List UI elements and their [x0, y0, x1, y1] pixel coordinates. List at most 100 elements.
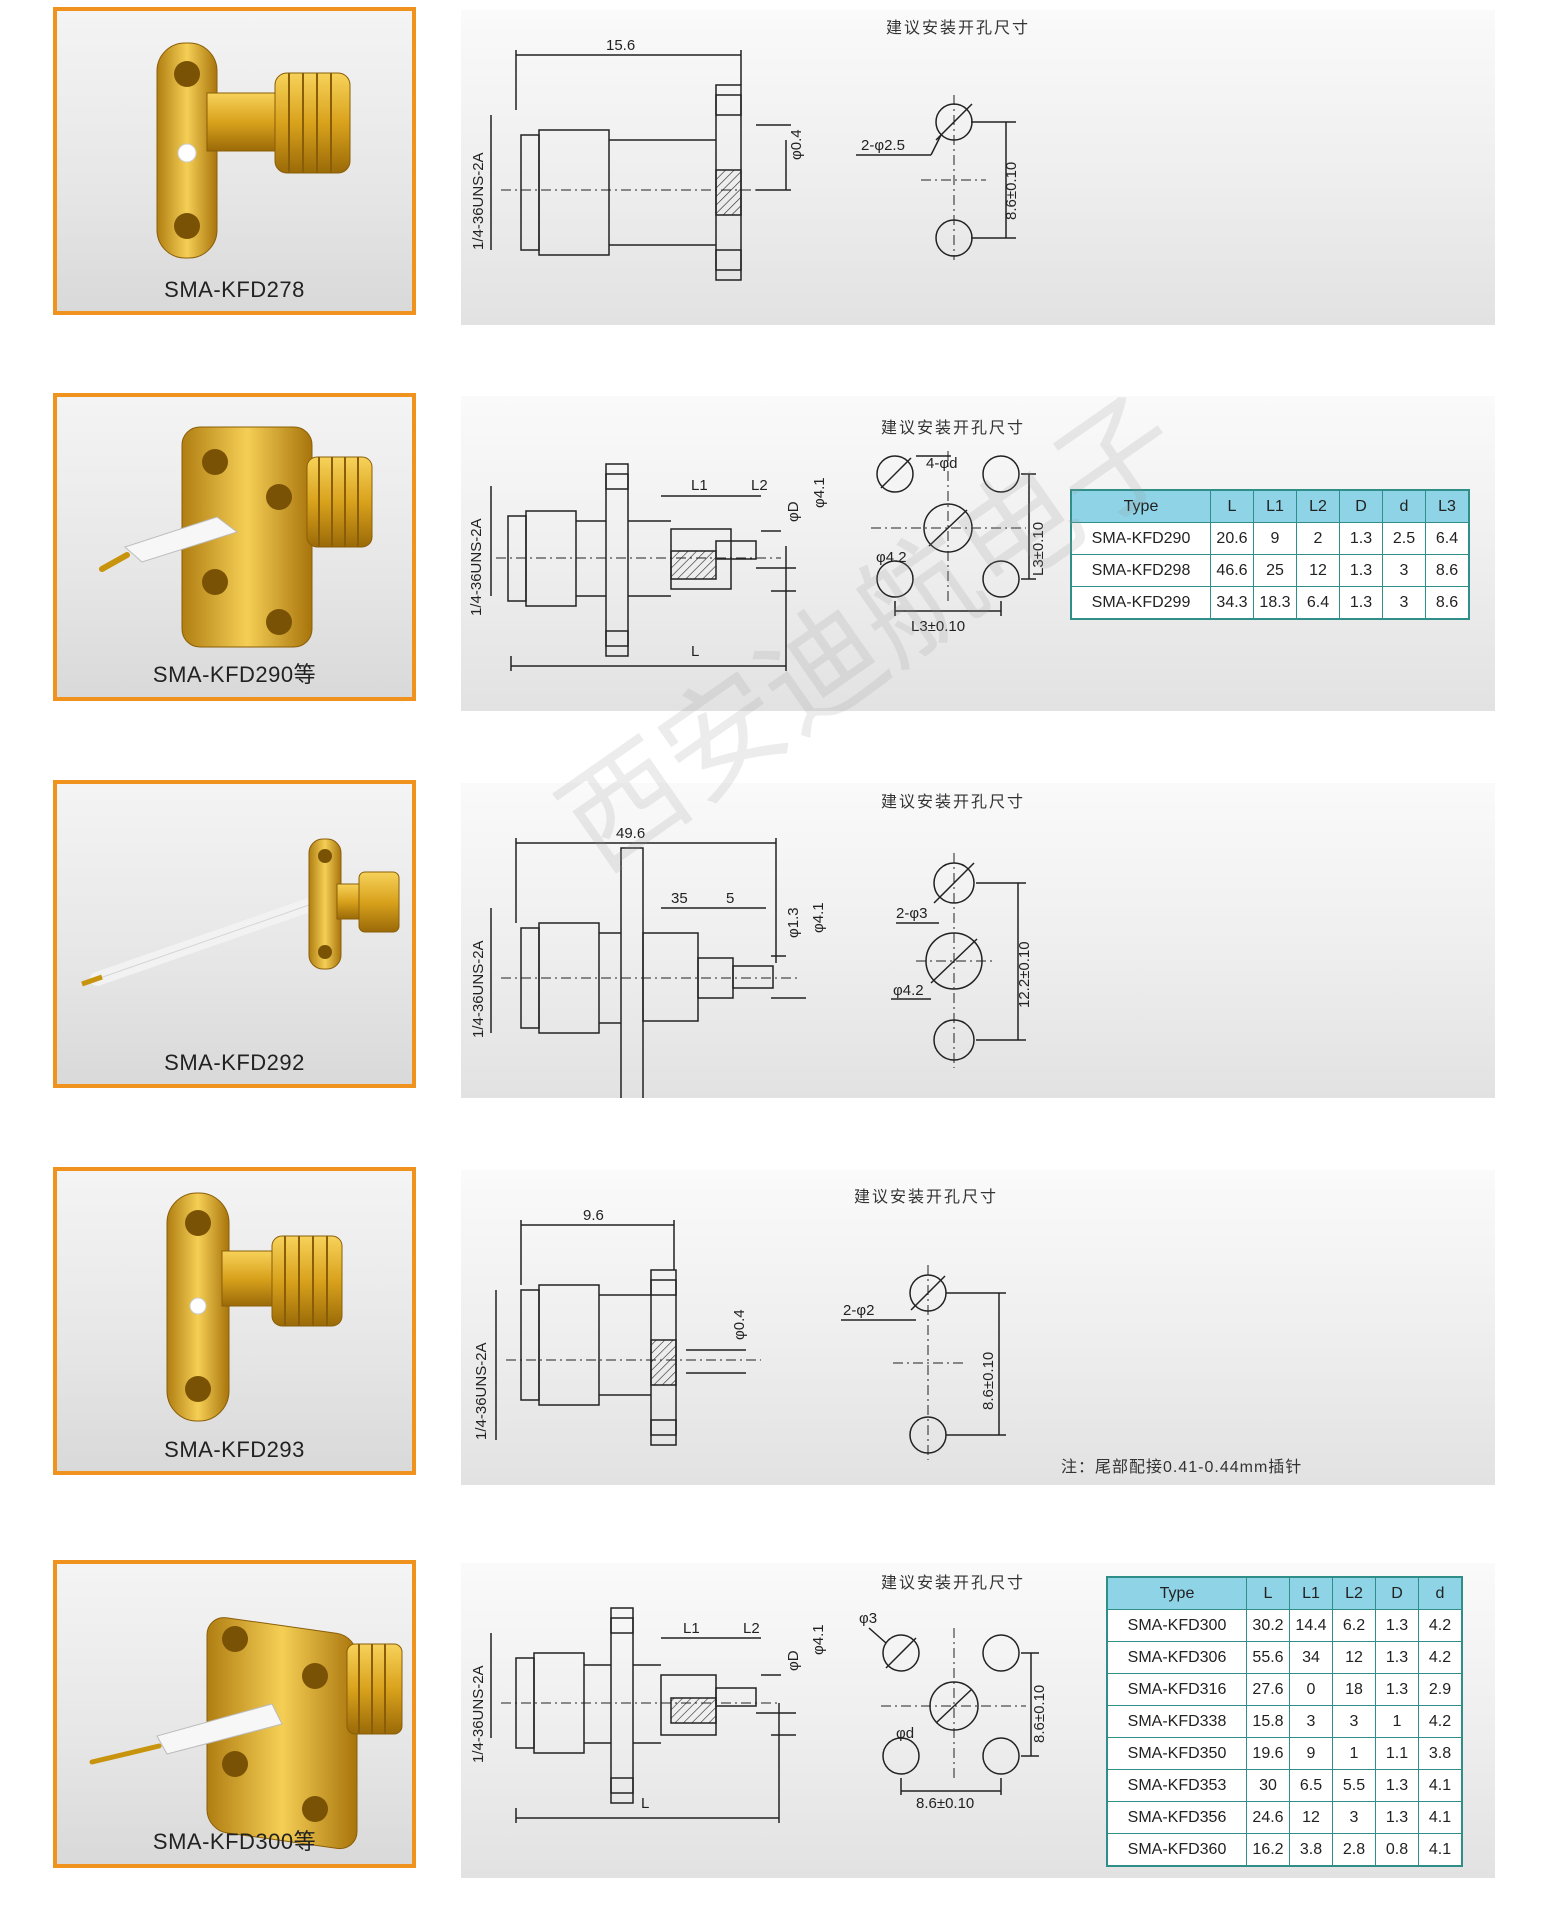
table-cell: 2.5 — [1382, 522, 1426, 555]
dim-center: φ4.2 — [876, 549, 907, 566]
dim-d41: φ4.1 — [810, 1624, 827, 1655]
table-cell: 9 — [1253, 522, 1297, 555]
dim-d13: φ1.3 — [785, 907, 802, 938]
dim-l1: L1 — [683, 1620, 700, 1637]
dim-d41: φ4.1 — [811, 477, 828, 508]
column-header: Type — [1070, 489, 1211, 523]
dim-l1: 35 — [671, 890, 688, 907]
table-cell: 1.3 — [1339, 586, 1383, 620]
dim-vertical: 8.6±0.10 — [1031, 1685, 1048, 1743]
product-photo-kfd290: SMA-KFD290等 — [53, 393, 416, 701]
connector-illustration — [99, 426, 373, 648]
drawing-panel-kfd292: 建议安装开孔尺寸 49.6 35 5 1/4-36UNS-2A φ1.3 φ4.… — [461, 783, 1495, 1098]
table-cell: 12 — [1332, 1641, 1376, 1674]
table-cell: 4.2 — [1418, 1705, 1463, 1738]
dim-l: L — [691, 643, 699, 660]
dim-spacing: 8.6±0.10 — [1003, 162, 1020, 220]
dim-thread: 1/4-36UNS-2A — [470, 940, 487, 1038]
table-cell: 1.3 — [1339, 554, 1383, 587]
table-cell: 25 — [1253, 554, 1297, 587]
dim-d41: φ4.1 — [810, 902, 827, 933]
dim-thread: 1/4-36UNS-2A — [468, 518, 485, 616]
drawing-panel-kfd300: 建议安装开孔尺寸 L1 L2 1/4-36UNS-2A φD φ4.1 — [461, 1563, 1495, 1878]
table-cell: 6.2 — [1332, 1609, 1376, 1642]
technical-drawing: 49.6 35 5 1/4-36UNS-2A φ1.3 φ4.1 2-φ3 φ4… — [470, 825, 1033, 1098]
table-cell: 18.3 — [1253, 586, 1297, 620]
table-cell: 9 — [1289, 1737, 1333, 1770]
dim-holes: 2-φ3 — [896, 905, 927, 922]
column-header: D — [1339, 489, 1383, 523]
table-cell: SMA-KFD353 — [1106, 1769, 1247, 1802]
model-label: SMA-KFD300等 — [152, 1829, 317, 1854]
drawing-panel-kfd278: 建议安装开孔尺寸 15.6 1/4-36UNS-2A φ0.4 2-φ2.5 8… — [461, 10, 1495, 325]
mounting-hole-heading: 建议安装开孔尺寸 — [854, 1189, 999, 1206]
model-label: SMA-KFD293 — [164, 1437, 305, 1462]
table-cell: 18 — [1332, 1673, 1376, 1706]
table-cell: SMA-KFD300 — [1106, 1609, 1247, 1642]
table-cell: 2.8 — [1332, 1833, 1376, 1867]
column-header: D — [1375, 1576, 1419, 1610]
dim-holes: 4-φd — [926, 455, 957, 472]
table-cell: SMA-KFD290 — [1070, 522, 1211, 555]
dim-thread: 1/4-36UNS-2A — [470, 1665, 487, 1763]
table-cell: 27.6 — [1246, 1673, 1290, 1706]
table-cell: 3.8 — [1418, 1737, 1463, 1770]
table-cell: 8.6 — [1425, 554, 1470, 587]
table-cell: 6.4 — [1296, 586, 1340, 620]
table-cell: 3 — [1332, 1801, 1376, 1834]
table-cell: 24.6 — [1246, 1801, 1290, 1834]
drawing-panel-kfd290: 建议安装开孔尺寸 L1 L2 1/4-36UNS-2A φD — [461, 396, 1495, 711]
dim-holes: 2-φ2 — [843, 1302, 874, 1319]
technical-drawing: 9.6 1/4-36UNS-2A φ0.4 2-φ2 8.6±0.10 — [473, 1207, 1006, 1460]
note-text: 注：尾部配接0.41-0.44mm插针 — [1061, 1459, 1303, 1476]
table-cell: 2.9 — [1418, 1673, 1463, 1706]
dim-center: φ4.2 — [893, 982, 924, 999]
dim-vertical: L3±0.10 — [1030, 522, 1047, 576]
dim-length: 49.6 — [616, 825, 645, 842]
table-cell: SMA-KFD306 — [1106, 1641, 1247, 1674]
product-photo-kfd293: SMA-KFD293 — [53, 1167, 416, 1475]
table-cell: SMA-KFD350 — [1106, 1737, 1247, 1770]
table-cell: 1 — [1375, 1705, 1419, 1738]
dim-l: L — [641, 1795, 649, 1812]
column-header: L1 — [1289, 1576, 1333, 1610]
column-header: L3 — [1425, 489, 1470, 523]
column-header: L2 — [1296, 489, 1340, 523]
dim-l2: L2 — [743, 1620, 760, 1637]
table-cell: 5.5 — [1332, 1769, 1376, 1802]
drawing-panel-kfd293: 建议安装开孔尺寸 9.6 1/4-36UNS-2A φ0.4 2-φ2 8.6±… — [461, 1170, 1495, 1485]
mounting-hole-heading: 建议安装开孔尺寸 — [881, 1575, 1026, 1592]
dim-thread: 1/4-36UNS-2A — [470, 152, 487, 250]
technical-drawing: 15.6 1/4-36UNS-2A φ0.4 2-φ2.5 8.6±0.10 — [470, 37, 1020, 281]
table-cell: 34.3 — [1210, 586, 1254, 620]
connector-illustration — [89, 1617, 403, 1850]
connector-illustration — [81, 838, 400, 987]
dim-spacing: 12.2±0.10 — [1016, 941, 1033, 1008]
dim-center: φd — [896, 1725, 914, 1742]
dim-horizontal: L3±0.10 — [911, 618, 965, 635]
column-header: d — [1418, 1576, 1463, 1610]
table-cell: 30 — [1246, 1769, 1290, 1802]
dim-pin: φ0.4 — [788, 129, 805, 160]
table-cell: 12 — [1289, 1801, 1333, 1834]
table-cell: 1.1 — [1375, 1737, 1419, 1770]
mounting-hole-heading: 建议安装开孔尺寸 — [881, 794, 1026, 811]
model-label: SMA-KFD292 — [164, 1050, 305, 1075]
table-cell: 12 — [1296, 554, 1340, 587]
dim-l2: 5 — [726, 890, 734, 907]
table-cell: 3 — [1332, 1705, 1376, 1738]
model-label: SMA-KFD290等 — [152, 662, 317, 687]
connector-illustration — [166, 1192, 343, 1422]
table-cell: 0.8 — [1375, 1833, 1419, 1867]
table-cell: 4.2 — [1418, 1641, 1463, 1674]
table-cell: 3 — [1289, 1705, 1333, 1738]
table-cell: 30.2 — [1246, 1609, 1290, 1642]
table-cell: 19.6 — [1246, 1737, 1290, 1770]
table-cell: SMA-KFD338 — [1106, 1705, 1247, 1738]
dim-holes: φ3 — [859, 1610, 877, 1627]
